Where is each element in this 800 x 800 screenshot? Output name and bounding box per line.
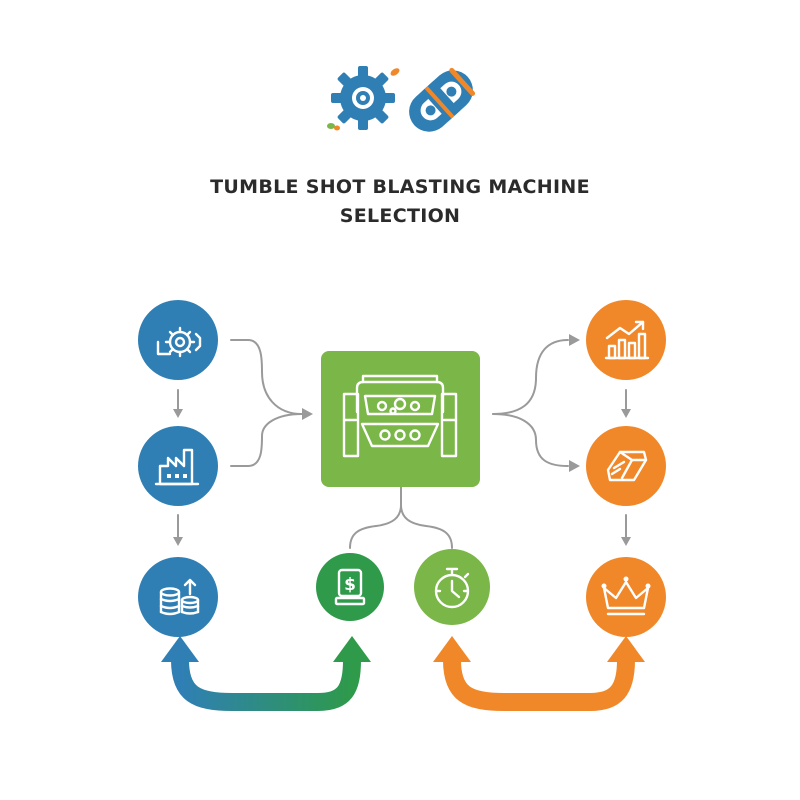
center-node-tumble-machine — [321, 351, 480, 487]
page-title-line2: SELECTION — [340, 205, 460, 227]
dollar-price-tag-icon: $ — [334, 568, 366, 606]
gear-icon — [327, 66, 400, 131]
right-node-3 — [586, 557, 666, 637]
bottom-node-time — [414, 549, 490, 625]
factory-icon — [154, 448, 200, 486]
left-node-3 — [138, 557, 218, 637]
connector-lines — [173, 334, 631, 549]
workpiece-gear-icon — [156, 326, 202, 358]
capsule-link-icon — [409, 67, 476, 132]
bottom-left-loop-arrow — [161, 636, 371, 711]
svg-text:$: $ — [344, 575, 356, 595]
left-node-1 — [138, 300, 218, 380]
growth-chart-icon — [604, 320, 650, 360]
right-node-2 — [586, 426, 666, 506]
bottom-right-loop-arrow — [433, 636, 645, 711]
bottom-node-price: $ — [316, 553, 384, 621]
stopwatch-icon — [434, 567, 470, 609]
tumble-blast-machine-icon — [342, 374, 458, 458]
page-title-line1: TUMBLE SHOT BLASTING MACHINE — [210, 176, 590, 198]
coin-stack-icon — [159, 578, 200, 616]
crown-icon — [601, 576, 651, 616]
right-node-1 — [586, 300, 666, 380]
left-node-2 — [138, 426, 218, 506]
package-box-icon — [606, 450, 648, 482]
